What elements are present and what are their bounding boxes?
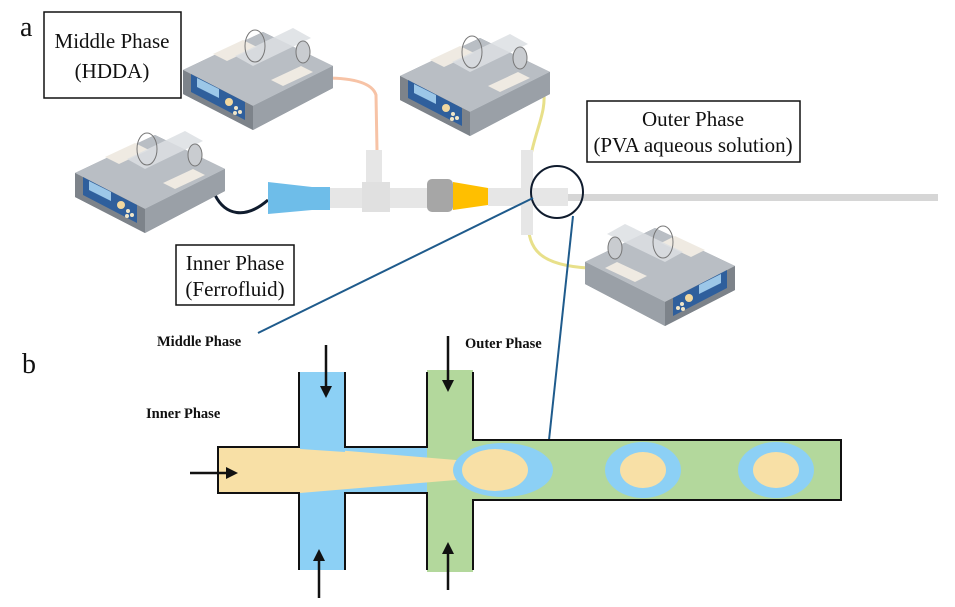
zoom-line-right: [548, 215, 574, 441]
outer-phase-callout: Outer Phase: [465, 336, 542, 352]
inner-phase-callout: Inner Phase: [146, 406, 221, 422]
outer-phase-label-box: Outer Phase (PVA aqueous solution): [586, 100, 801, 163]
panel-b-letter: b: [22, 349, 36, 380]
device-assembly: [268, 150, 938, 235]
zoom-circle: [530, 165, 584, 219]
inner-phase-jet: [218, 447, 480, 493]
zoom-line-left: [257, 197, 534, 334]
middle-phase-composition: (HDDA): [75, 59, 150, 83]
inner-phase-composition: (Ferrofluid): [185, 277, 284, 301]
panel-a-letter: a: [20, 12, 33, 43]
t-junction-1: [362, 182, 390, 212]
middle-phase-callout: Middle Phase: [157, 334, 242, 350]
inner-phase-tubing: [213, 194, 269, 215]
microfluidic-channel: [217, 370, 842, 572]
outer-phase-label: Outer Phase: [642, 107, 744, 131]
middle-phase-label: Middle Phase: [55, 29, 170, 53]
inner-phase-syringe-pump: [74, 130, 226, 234]
middle-phase-syringe-pump: [182, 27, 334, 131]
inner-phase-inflow-arrow: [190, 467, 238, 479]
middle-phase-inflow-arrow-top: [320, 345, 332, 398]
blue-connector: [268, 182, 330, 214]
t-junction-2: [521, 150, 533, 235]
outer-phase-inflow-arrow-bottom: [442, 542, 454, 590]
inner-phase-label-box: Inner Phase (Ferrofluid): [175, 244, 295, 306]
outer-phase-inflow-arrow-top: [442, 336, 454, 392]
flow-arrows: [190, 336, 454, 598]
middle-phase-label-box: Middle Phase (HDDA): [43, 11, 182, 99]
middle-phase-tubing: [324, 76, 379, 151]
yellow-connector: [453, 182, 488, 210]
outer-phase-composition: (PVA aqueous solution): [593, 133, 792, 157]
outer-phase-syringe-pump-top: [399, 33, 551, 137]
outlet-capillary: [568, 194, 938, 201]
gray-connector: [427, 179, 453, 212]
outer-phase-tubing-bottom: [526, 219, 589, 270]
middle-phase-inflow-arrow-bottom: [313, 549, 325, 598]
outer-phase-syringe-pump-bottom: [584, 223, 736, 327]
inner-phase-label: Inner Phase: [186, 251, 285, 275]
